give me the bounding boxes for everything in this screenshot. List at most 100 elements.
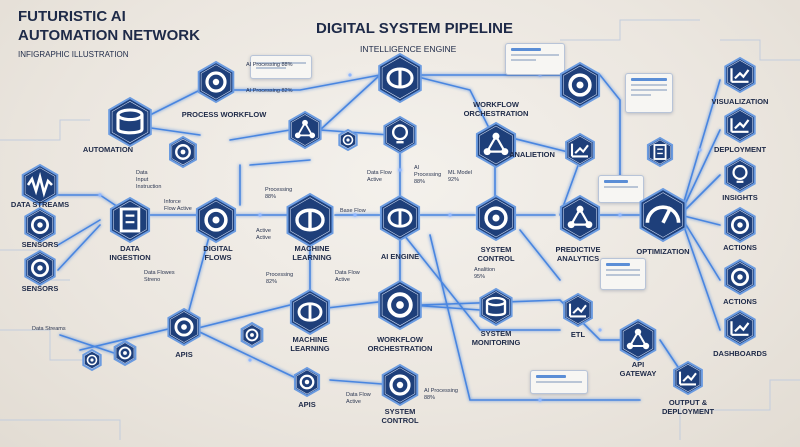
system-control-hex xyxy=(470,192,522,244)
center-subtitle: INTELLIGENCE ENGINE xyxy=(360,44,457,54)
machine-learning-hex xyxy=(280,190,340,250)
apis-hex xyxy=(162,305,206,349)
workflow-bottom-hex xyxy=(372,277,428,333)
annot-ai-proc-88-bottom: AI Processing 88% xyxy=(424,388,458,401)
chart-icon xyxy=(730,321,750,336)
label-system-control: SYSTEM CONTROL xyxy=(477,245,515,263)
label-workflow-orchestration-bottom: WORKFLOW ORCHESTRATION xyxy=(367,335,433,353)
label-api-gateway: API GATEWAY xyxy=(619,360,657,378)
net-icon xyxy=(626,328,650,350)
annot-ai-proc-82: AI Processing 82% xyxy=(246,88,293,94)
db-icon xyxy=(116,108,144,135)
net-icon xyxy=(294,119,316,139)
net-icon xyxy=(483,132,509,156)
label-system-control-2: SYSTEM CONTROL xyxy=(381,407,419,425)
wave-icon xyxy=(26,171,53,198)
chart-icon xyxy=(568,303,587,318)
annot-processing-88: Processing 88% xyxy=(265,187,293,200)
gear-icon xyxy=(30,215,50,235)
visualization-hex xyxy=(719,54,761,96)
info-panel-bottom xyxy=(530,370,588,394)
label-sensors-2: SENSORS xyxy=(21,284,59,293)
label-data-streams: DATA STREAMS xyxy=(10,200,70,209)
annot-data-flowes: Data Flowes Streno xyxy=(144,270,175,283)
gear-icon xyxy=(175,144,191,160)
automation-hex xyxy=(102,94,158,150)
page-title-line1: FUTURISTIC AI xyxy=(18,8,126,25)
label-analiation: ANALIETION xyxy=(509,150,555,159)
gear-mid-hex xyxy=(554,59,606,111)
page-subtitle: INFIGRAPHIC ILLUSTRATION xyxy=(18,50,129,59)
optimization-hex xyxy=(633,185,693,245)
system-monitoring-hex xyxy=(474,285,518,329)
annot-active-active: Active Active xyxy=(256,228,271,241)
annot-analition-95: Analition 95% xyxy=(474,267,496,280)
gear-icon xyxy=(730,215,750,235)
annot-ai-proc-88: AI Processing 88% xyxy=(246,62,293,68)
predictive-hex xyxy=(554,192,606,244)
label-predictive-analytics: PREDICTIVE ANALYTICS xyxy=(555,245,601,263)
dashboards-hex xyxy=(719,307,761,349)
data-streams-hex xyxy=(16,161,64,209)
info-panel-lower xyxy=(600,258,646,290)
apis-2-hex xyxy=(289,364,325,400)
deployment-hex xyxy=(719,104,761,146)
label-system-monitoring: SYSTEM MONITORING xyxy=(471,329,521,347)
annot-inforce-flow: Inforce Flow Active xyxy=(164,199,192,212)
annot-data-streams-small: Data Streams xyxy=(32,326,66,332)
actions-2-hex xyxy=(719,256,761,298)
bulb-icon xyxy=(391,124,409,144)
gear-icon xyxy=(342,134,354,146)
ai-engine-hex xyxy=(374,192,426,244)
brain-icon xyxy=(387,208,413,228)
gear-icon xyxy=(484,206,508,230)
annot-data-flow-active-3: Data Flow Active xyxy=(346,392,371,405)
annot-data-input: Data Input Instruction xyxy=(136,170,162,190)
chart-icon xyxy=(730,118,750,133)
label-insights: INSIGHTS xyxy=(722,193,758,202)
label-optimization: OPTIMIZATION xyxy=(636,247,690,256)
label-process-workflow: PROCESS WORKFLOW xyxy=(181,110,267,119)
small-gear-hex xyxy=(164,133,202,171)
gear-icon xyxy=(205,71,227,93)
page-title-line2: AUTOMATION NETWORK xyxy=(18,27,200,44)
output-hex xyxy=(668,358,708,398)
small-a-hex xyxy=(334,126,362,154)
chart-icon xyxy=(570,143,589,158)
info-panel-left xyxy=(250,55,312,79)
center-title: DIGITAL SYSTEM PIPELINE xyxy=(316,20,513,37)
label-etl: ETL xyxy=(570,330,586,339)
label-machine-learning-2: MACHINE LEARNING xyxy=(290,335,330,353)
etl-hex xyxy=(558,290,598,330)
annot-data-flow-active: Data Flow Active xyxy=(367,170,392,183)
sensors-2-hex xyxy=(19,247,61,289)
digital-flows-hex xyxy=(190,194,242,246)
doc-icon xyxy=(119,207,141,233)
actions-hex xyxy=(719,204,761,246)
info-panel-mid xyxy=(598,175,644,203)
gear-icon xyxy=(204,208,228,232)
doc-icon xyxy=(653,144,667,160)
gear-icon xyxy=(568,73,592,97)
small-ml-hex xyxy=(236,319,268,351)
apis-tiny-hex xyxy=(78,346,106,374)
annot-ml-model: ML Model 92% xyxy=(448,170,472,183)
bulb-hex xyxy=(378,113,422,157)
system-control-2-hex xyxy=(376,361,424,409)
brain-icon xyxy=(386,67,414,89)
gear-icon xyxy=(299,374,315,390)
info-panel-right xyxy=(625,73,673,113)
chart-icon xyxy=(678,371,697,386)
sensors-hex xyxy=(19,204,61,246)
intelligence-hex xyxy=(372,50,428,106)
gear-icon xyxy=(30,258,50,278)
network-hex xyxy=(283,108,327,152)
gear-icon xyxy=(389,374,411,396)
data-ingestion-hex xyxy=(104,194,156,246)
label-actions-2: ACTIONS xyxy=(723,297,757,306)
gear-icon xyxy=(118,346,132,360)
label-dashboards: DASHBOARDS xyxy=(713,349,767,358)
label-deployment: DEPLOYMENT xyxy=(713,145,767,154)
api-gateway-hex xyxy=(614,316,662,364)
label-workflow-orchestration-top: WORKFLOW ORCHESTRATION xyxy=(463,100,529,118)
